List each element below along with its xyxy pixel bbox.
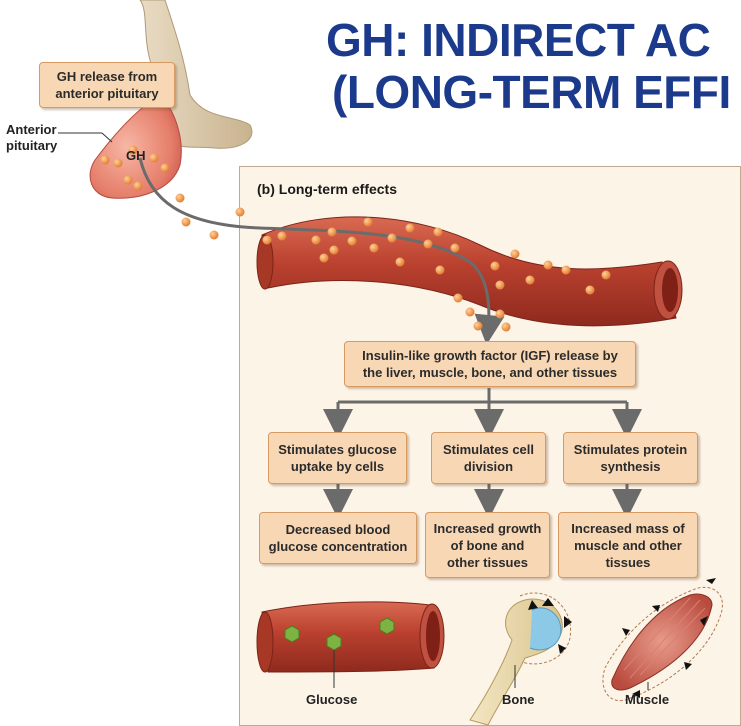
outcome-line: Decreased blood	[285, 522, 391, 537]
gh-hormone-dots	[100, 145, 611, 332]
glucose-molecule-icon	[326, 633, 342, 651]
outcome-line: other tissues	[447, 554, 528, 570]
outcome-line: of bone and	[450, 537, 525, 553]
title-line-1: GH: INDIRECT AC	[326, 14, 711, 66]
effect-line: division	[463, 459, 514, 474]
outcome-box-blood-glucose: Decreased blood glucose concentration	[259, 512, 417, 564]
anterior-label-line-1: Anterior	[6, 122, 57, 137]
outcome-line: glucose concentration	[268, 539, 408, 554]
igf-line-1: Insulin-like growth factor (IGF) release…	[362, 348, 618, 363]
effect-line: Stimulates protein	[573, 442, 688, 457]
bone-illustration	[469, 592, 572, 726]
effect-line: uptake by cells	[290, 459, 385, 474]
page-title: GH: INDIRECT AC (LONG-TERM EFFI	[326, 14, 741, 118]
glucose-molecule-icon	[379, 617, 395, 635]
gh-release-line-2: anterior pituitary	[55, 86, 159, 101]
outcome-box-muscle-mass: Increased mass of muscle and other tissu…	[558, 512, 698, 578]
gh-release-box: GH release from anterior pituitary	[39, 62, 175, 108]
outcome-line: muscle and other	[574, 537, 682, 553]
outcome-box-bone-growth: Increased growth of bone and other tissu…	[425, 512, 550, 578]
panel-title: (b) Long-term effects	[257, 181, 397, 197]
gh-pathway-arrow	[138, 157, 505, 345]
glucose-molecule-icon	[284, 625, 300, 643]
effect-box-cell-division: Stimulates cell division	[431, 432, 546, 484]
effect-box-glucose-uptake: Stimulates glucose uptake by cells	[268, 432, 407, 484]
glucose-label: Glucose	[306, 692, 358, 707]
branch-arrows	[323, 388, 642, 519]
outcome-line: Increased mass of	[571, 520, 685, 536]
igf-release-box: Insulin-like growth factor (IGF) release…	[344, 341, 636, 387]
effect-box-protein-synthesis: Stimulates protein synthesis	[563, 432, 698, 484]
effect-line: synthesis	[600, 459, 661, 474]
anterior-pituitary-label: Anterior pituitary	[6, 122, 57, 154]
gh-release-line-1: GH release from	[56, 69, 158, 84]
muscle-illustration	[602, 578, 723, 702]
anterior-label-line-2: pituitary	[6, 138, 58, 153]
title-line-2: (LONG-TERM EFFI	[332, 66, 731, 118]
effect-line: Stimulates glucose	[278, 442, 397, 457]
muscle-label: Muscle	[625, 692, 670, 707]
blood-vessel	[256, 216, 683, 327]
igf-line-2: the liver, muscle, bone, and other tissu…	[362, 365, 618, 380]
effect-line: Stimulates cell	[442, 442, 535, 457]
glucose-vessel-illustration	[256, 601, 445, 688]
outcome-line: tissues	[605, 554, 651, 570]
gh-label: GH	[126, 148, 146, 163]
outcome-line: Increased growth	[433, 520, 542, 536]
bone-label: Bone	[502, 692, 535, 707]
